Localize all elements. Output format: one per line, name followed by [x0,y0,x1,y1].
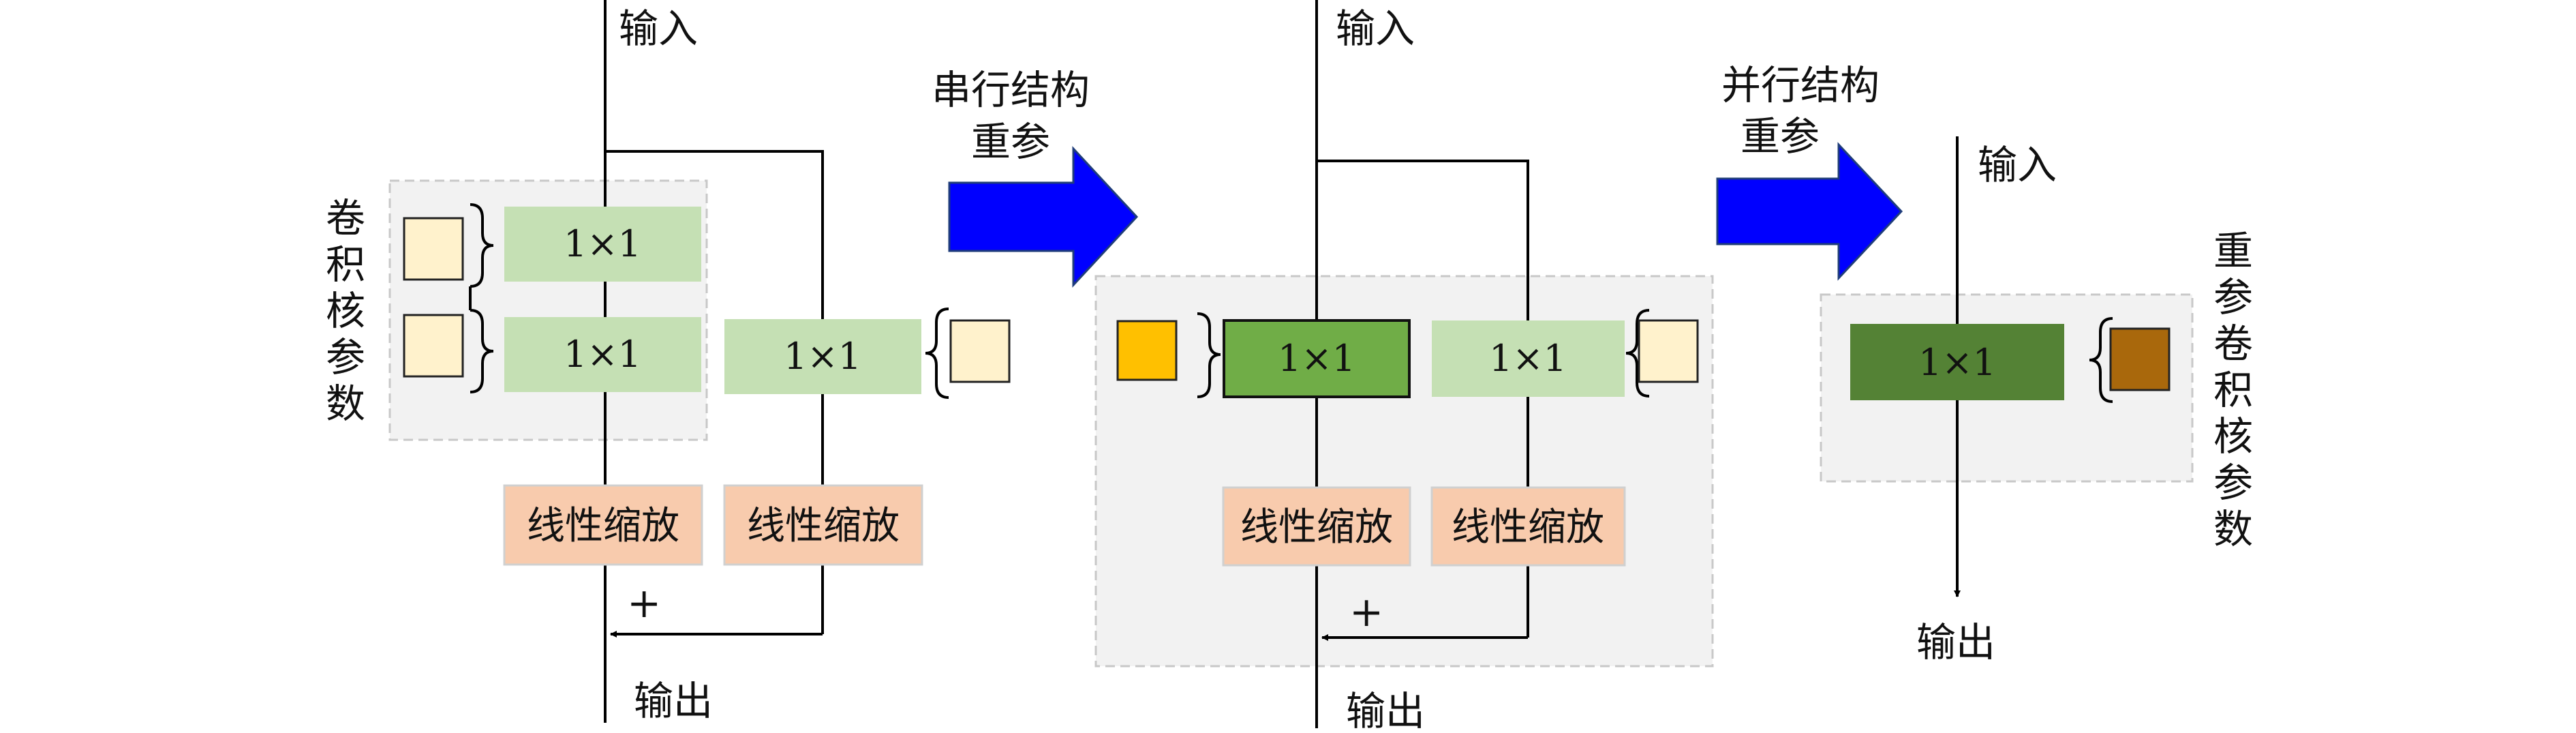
stage3-side-char: 参 [2213,274,2253,320]
stage3-side-char: 积 [2213,367,2253,413]
serial-reparam-arrow-shape [948,146,1139,288]
serial-reparam-label-line1: 串行结构 [932,67,1090,113]
stage2-conv-b-box [1432,320,1625,397]
stage1-conv-c-box [724,319,921,394]
stage1-brace-a [470,203,494,288]
stage2-conv-a-box [1223,319,1411,398]
stage1-conv-b-label: 1×1 [564,333,641,376]
stage3-side-char: 卷 [2213,320,2253,367]
stage1: 输入 输出 + 卷 积 核 参 数 1×1 1×1 1×1 [326,0,1011,724]
stage2-output-label: 输出 [1346,688,1425,733]
stage1-branch-line [605,150,824,634]
stage1-side-char: 积 [326,241,365,288]
stage3-side-char: 核 [2213,413,2253,460]
stage3: 输入 输出 1×1 重 参 卷 积 核 参 数 [1820,136,2253,665]
stage2-conv-b-label: 1×1 [1489,337,1567,380]
stage3-side-label: 重 参 卷 积 核 参 数 [2213,228,2253,552]
serial-reparam-label-line2: 重参 [971,119,1050,165]
stage1-plus-sign: + [627,580,661,627]
parallel-reparam-arrow-shape [1716,142,1903,281]
stage2-conv-a: 1×1 [1223,319,1411,398]
stage3-kernel-param [2109,327,2171,391]
stage2-brace-b [1625,309,1650,398]
stage2-scale-b-label: 线性缩放 [1452,505,1604,550]
stage3-conv-label: 1×1 [1918,341,1996,384]
stage2-scale-a-label: 线性缩放 [1240,505,1393,550]
stage1-side-char: 参 [326,334,365,380]
stage2-conv-b: 1×1 [1432,320,1625,397]
stage1-side-label: 卷 积 核 参 数 [326,195,365,427]
stage1-side-char: 核 [326,288,365,334]
stage1-kernel-param-a [403,217,464,281]
stage3-brace [2089,317,2113,403]
stage1-conv-b-box [504,317,701,392]
stage1-scale-a-box [503,484,703,566]
stage1-conv-a: 1×1 [504,207,701,282]
stage3-side-char: 参 [2213,460,2253,506]
stage3-side-char: 数 [2213,506,2253,552]
stage1-kernel-param-c [949,319,1011,383]
parallel-reparam-arrow: 并行结构 重参 [1716,62,1903,281]
stage1-scale-a: 线性缩放 [503,484,703,566]
stage3-conv-box [1850,324,2064,400]
stage1-side-char: 卷 [326,195,365,241]
stage1-conv-b: 1×1 [504,317,701,392]
stage1-conv-c-label: 1×1 [784,335,861,378]
stage1-scale-b-box [723,484,923,566]
parallel-reparam-label-line2: 重参 [1741,113,1820,160]
stage2-scale-b-box [1430,486,1626,567]
stage2-scale-a: 线性缩放 [1222,486,1411,567]
stage1-scale-a-label: 线性缩放 [527,504,679,548]
stage1-brace-b [470,309,494,393]
stage2-plus-sign: + [1349,588,1383,636]
stage3-output-label: 输出 [1916,619,1995,665]
parallel-reparam-label-line1: 并行结构 [1721,62,1880,108]
stage1-conv-c: 1×1 [724,319,921,394]
stage3-side-char: 重 [2213,228,2253,274]
stage1-input-label: 输入 [619,5,698,52]
stage1-conv-a-box [504,207,701,282]
stage1-brace-c [925,308,949,399]
stage2: 输入 输出 + 1×1 1×1 线性缩放 线性缩放 [1094,0,1714,733]
serial-reparam-arrow: 串行结构 重参 [932,67,1139,288]
stage2-branch-line [1317,160,1529,638]
stage2-scale-a-box [1222,486,1411,567]
stage3-input-label: 输入 [1978,142,2057,188]
stage2-conv-a-label: 1×1 [1278,337,1355,380]
stage2-kernel-param-b [1638,319,1699,383]
stage1-scale-b: 线性缩放 [723,484,923,566]
stage2-brace-a [1197,312,1221,398]
stage2-input-label: 输入 [1336,5,1415,52]
stage1-scale-b-label: 线性缩放 [747,504,900,548]
stage3-conv: 1×1 [1850,324,2064,400]
stage1-output-label: 输出 [634,678,713,724]
stage1-conv-a-label: 1×1 [564,222,641,265]
stage2-scale-b: 线性缩放 [1430,486,1626,567]
stage1-kernel-param-b [403,314,464,378]
stage1-side-char: 数 [326,380,365,427]
stage2-kernel-param-a [1116,320,1178,381]
